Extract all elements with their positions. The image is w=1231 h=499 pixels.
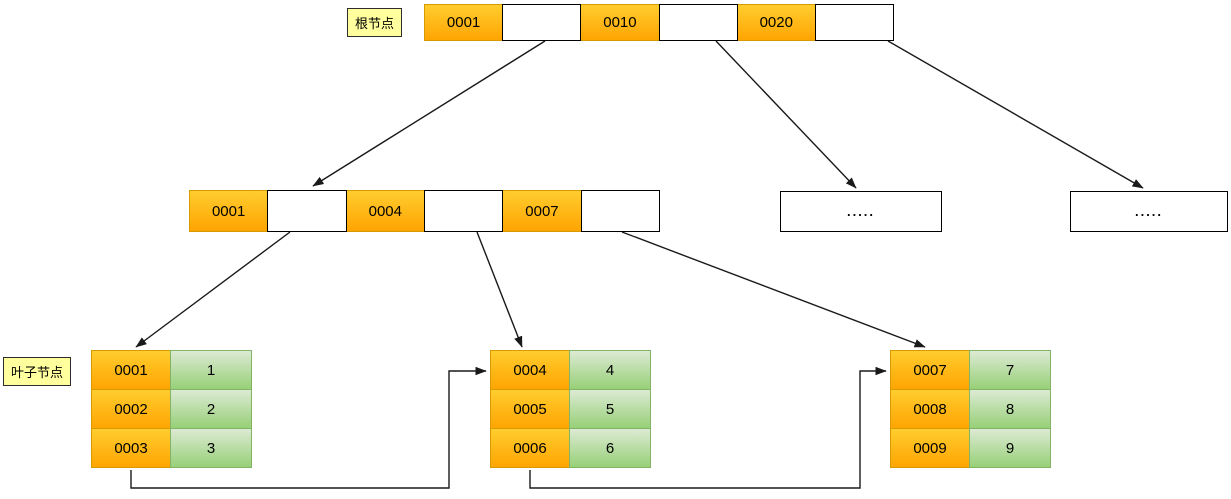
root-pointer-cell-2 (658, 4, 738, 41)
leaf1-key-cell: 0002 (91, 389, 171, 429)
edge-leaf1-to-leaf2 (130, 366, 487, 489)
leaf3-key-cell: 0007 (890, 350, 970, 390)
edge-root-to-ellipsis-1 (715, 40, 857, 189)
edge-leaf2-to-leaf3 (529, 366, 887, 489)
internal-pointer-cell-3 (580, 190, 660, 232)
root-pointer-cell-3 (814, 4, 895, 41)
leaf-row: 0004 4 (490, 350, 651, 390)
leaf-row: 0008 8 (890, 389, 1051, 429)
leaf2-value-cell: 6 (569, 428, 651, 468)
internal-node: 0001 0004 0007 (189, 190, 660, 232)
leaf-row: 0002 2 (91, 389, 252, 429)
leaf-row: 0009 9 (890, 428, 1051, 468)
leaf2-key-cell: 0004 (490, 350, 570, 390)
leaf3-value-cell: 7 (969, 350, 1051, 390)
leaf1-value-cell: 3 (170, 428, 252, 468)
edge-internal-to-leaf-1 (135, 231, 291, 348)
leaf3-key-cell: 0008 (890, 389, 970, 429)
internal-pointer-cell-2 (423, 190, 504, 232)
leaf2-value-cell: 5 (569, 389, 651, 429)
leaf-node-3: 0007 7 0008 8 0009 9 (890, 350, 1051, 468)
ellipsis-node-1: ..... (780, 191, 942, 232)
leaf3-value-cell: 8 (969, 389, 1051, 429)
leaf-row: 0007 7 (890, 350, 1051, 390)
leaf3-value-cell: 9 (969, 428, 1051, 468)
leaf2-key-cell: 0006 (490, 428, 570, 468)
internal-pointer-cell-1 (267, 190, 347, 232)
internal-key-cell-3: 0007 (502, 190, 582, 232)
leaf1-key-cell: 0001 (91, 350, 171, 390)
edge-internal-to-leaf-3 (621, 231, 926, 348)
root-node: 0001 0010 0020 (424, 4, 895, 41)
leaf-node-label: 叶子节点 (3, 357, 72, 386)
leaf-node-1: 0001 1 0002 2 0003 3 (91, 350, 252, 468)
root-node-label: 根节点 (347, 8, 403, 37)
edge-root-to-ellipsis-2 (887, 40, 1144, 189)
leaf2-key-cell: 0005 (490, 389, 570, 429)
root-key-cell-1: 0001 (424, 4, 504, 41)
leaf1-key-cell: 0003 (91, 428, 171, 468)
edge-internal-to-leaf-2 (476, 231, 523, 348)
root-key-cell-2: 0010 (580, 4, 660, 41)
root-pointer-cell-1 (502, 4, 582, 41)
leaf3-key-cell: 0009 (890, 428, 970, 468)
leaf1-value-cell: 2 (170, 389, 252, 429)
internal-key-cell-2: 0004 (345, 190, 425, 232)
leaf1-value-cell: 1 (170, 350, 252, 390)
leaf-row: 0006 6 (490, 428, 651, 468)
leaf2-value-cell: 4 (569, 350, 651, 390)
internal-key-cell-1: 0001 (189, 190, 269, 232)
root-key-cell-3: 0020 (736, 4, 816, 41)
leaf-row: 0003 3 (91, 428, 252, 468)
edge-root-to-internal (312, 40, 546, 187)
leaf-node-2: 0004 4 0005 5 0006 6 (490, 350, 651, 468)
ellipsis-node-2: ..... (1070, 191, 1228, 232)
leaf-row: 0005 5 (490, 389, 651, 429)
leaf-row: 0001 1 (91, 350, 252, 390)
